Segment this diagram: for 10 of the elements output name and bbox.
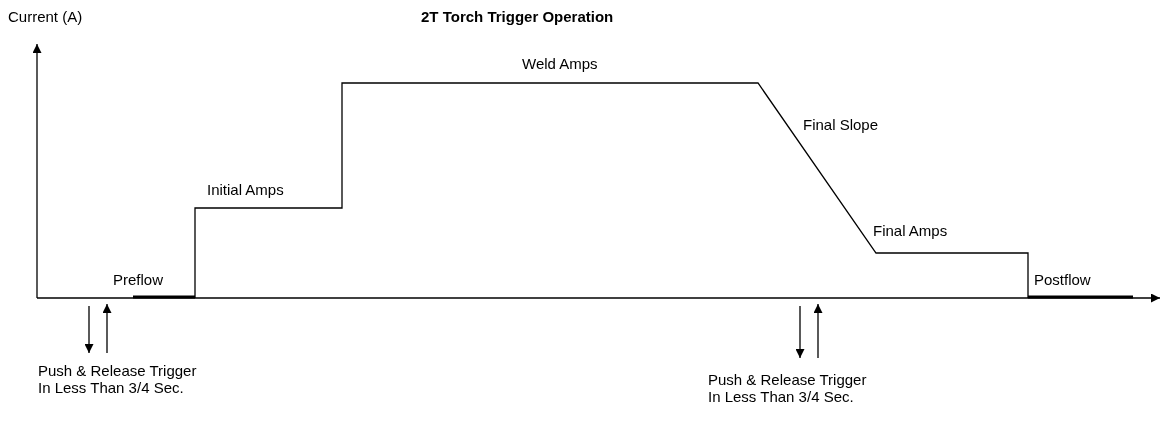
phase-label: Weld Amps: [522, 55, 598, 72]
phase-label: Postflow: [1034, 271, 1091, 288]
trigger-note: Push & Release Trigger In Less Than 3/4 Sec.: [38, 362, 198, 396]
chart-title: 2T Torch Trigger Operation: [421, 8, 614, 25]
phase-label: Initial Amps: [207, 181, 284, 198]
trigger-note: Push & Release Trigger In Less Than 3/4 Sec.: [708, 371, 868, 405]
phase-label: Preflow: [113, 271, 164, 288]
axis-label: Current (A): [8, 8, 83, 25]
phase-label: Final Slope: [803, 116, 879, 133]
phase-label: Final Amps: [873, 222, 948, 239]
